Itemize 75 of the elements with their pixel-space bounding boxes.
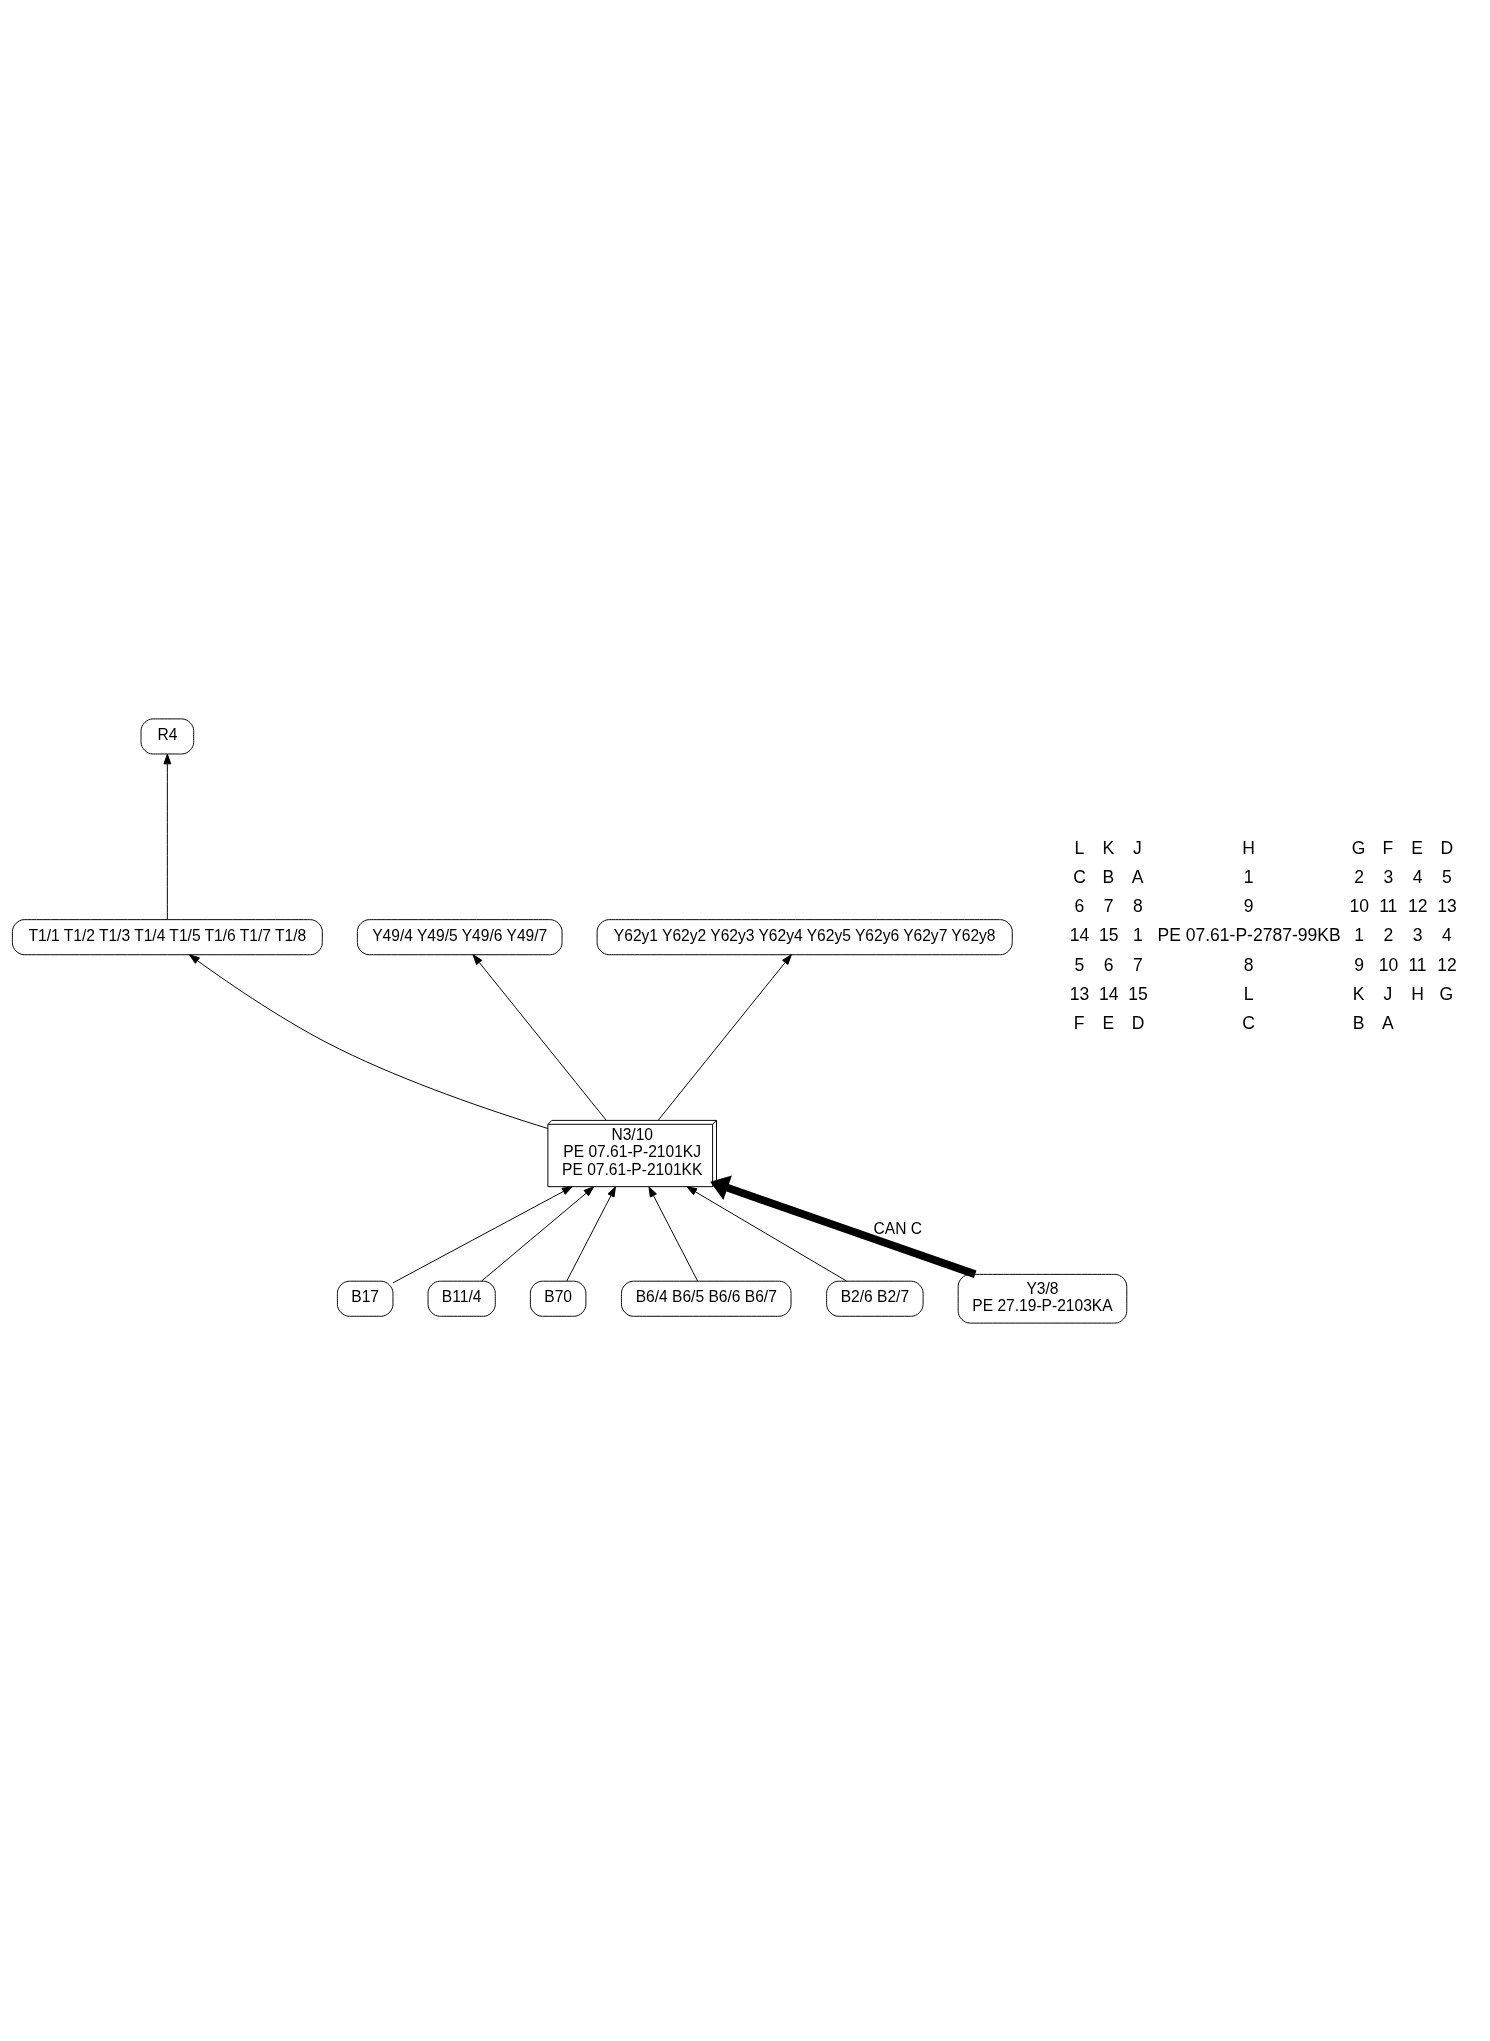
node-box: Y62y1 Y62y2 Y62y3 Y62y4 Y62y5 Y62y6 Y62y7 Y62y8 — [596, 918, 1013, 955]
label: 12 — [1437, 954, 1457, 975]
label: J — [1133, 837, 1142, 858]
arrow — [686, 1185, 848, 1282]
label: G — [1351, 837, 1366, 858]
label: L — [1243, 983, 1254, 1004]
label: 3 — [1412, 924, 1423, 945]
label: 9 — [1243, 895, 1254, 916]
label: K — [1352, 983, 1365, 1004]
label: 10 — [1349, 895, 1369, 916]
arrow — [657, 953, 792, 1120]
label: 15 — [1099, 924, 1119, 945]
label: 14 — [1069, 924, 1090, 945]
label: 11 — [1379, 895, 1398, 916]
label: H — [1411, 983, 1424, 1004]
label: 1 — [1243, 866, 1254, 887]
label: 4 — [1412, 866, 1423, 887]
arrow — [710, 1175, 977, 1278]
label: 9 — [1354, 954, 1365, 975]
node-box: B70 — [529, 1280, 587, 1317]
label: 7 — [1103, 895, 1114, 916]
label: A — [1382, 1012, 1394, 1033]
label: 14 — [1099, 983, 1119, 1004]
node-box: B2/6 B2/7 — [826, 1280, 924, 1317]
arrow — [163, 753, 172, 920]
node-box: B11/4 — [427, 1280, 496, 1317]
label: 5 — [1442, 866, 1452, 887]
label: 10 — [1378, 954, 1399, 975]
label: 6 — [1074, 895, 1085, 916]
label: B — [1102, 866, 1115, 887]
node-box: Y3/8 PE 27.19-P-2103KA — [957, 1273, 1128, 1324]
node-box: Y49/4 Y49/5 Y49/6 Y49/7 — [356, 918, 563, 955]
label: 6 — [1103, 954, 1114, 975]
node-box: B6/4 B6/5 B6/6 B6/7 — [621, 1280, 792, 1317]
label: 8 — [1133, 895, 1143, 916]
label: G — [1439, 983, 1454, 1004]
label: J — [1383, 983, 1393, 1004]
label: 2 — [1383, 924, 1394, 945]
label: 3 — [1383, 866, 1394, 887]
arrow — [472, 953, 607, 1120]
edge-label: CAN C — [873, 1219, 922, 1237]
label: H — [1242, 837, 1255, 858]
label: 13 — [1069, 983, 1090, 1004]
arrow — [566, 1185, 616, 1282]
label: K — [1102, 837, 1115, 858]
arrow — [392, 1185, 573, 1283]
label: 5 — [1074, 954, 1085, 975]
label: 2 — [1354, 866, 1365, 887]
label: F — [1382, 837, 1394, 858]
label: 13 — [1437, 895, 1457, 916]
label: C — [1242, 1012, 1255, 1033]
label: 7 — [1133, 954, 1143, 975]
node-box: R4 — [140, 717, 195, 754]
label: 15 — [1128, 983, 1148, 1004]
label: PE 07.61-P-2787-99KB — [1157, 924, 1341, 945]
label: 11 — [1408, 954, 1427, 975]
node-box: B17 — [336, 1280, 394, 1317]
label: D — [1131, 1012, 1145, 1033]
label: A — [1131, 866, 1144, 887]
label: C — [1073, 866, 1086, 887]
arrow — [481, 1185, 595, 1282]
label: E — [1102, 1012, 1115, 1033]
label: 4 — [1442, 924, 1452, 945]
arrow — [189, 953, 549, 1129]
node-box: T1/1 T1/2 T1/3 T1/4 T1/5 T1/6 T1/7 T1/8 — [11, 918, 323, 955]
label: D — [1440, 837, 1454, 858]
label: E — [1411, 837, 1424, 858]
label: 12 — [1407, 895, 1428, 916]
label: 1 — [1354, 924, 1365, 945]
label: F — [1073, 1012, 1085, 1033]
label: 8 — [1243, 954, 1254, 975]
label: L — [1074, 837, 1085, 858]
label: B — [1352, 1012, 1365, 1033]
label: 1 — [1133, 924, 1143, 945]
arrow — [648, 1185, 699, 1282]
